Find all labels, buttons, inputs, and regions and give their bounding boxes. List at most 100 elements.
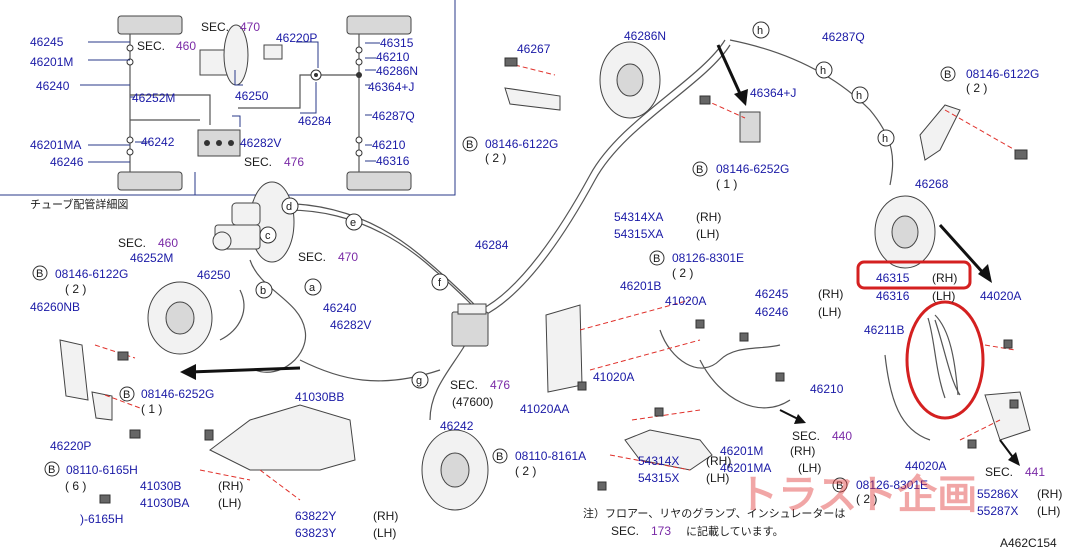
marker-b-bolt-9: B [836,480,843,492]
strut-bracket [984,391,1031,441]
label-46240: 46240 [323,301,357,315]
side-lh-46316: (LH) [932,289,955,303]
label-46246: 46246 [755,305,789,319]
label-46201MA: 46201MA [720,461,771,475]
bolt-08110-6165H: 08110-6165H [66,463,138,477]
qty-2-right: ( 2 ) [966,81,987,95]
side-lh-46246: (LH) [818,305,841,319]
qty-1-top: ( 1 ) [716,177,737,191]
inset-label-46246: 46246 [50,155,84,169]
bolt-icons [99,57,1028,504]
marker-b-bolt-3: B [696,164,703,176]
label-46315: 46315 [876,271,910,285]
label-44020A-a: 44020A [980,289,1021,303]
inset-label-46250: 46250 [235,89,269,103]
side-rh-46315: (RH) [932,271,957,285]
inset-sec-476: 476 [284,155,304,169]
side-lh-41030BA: (LH) [218,496,241,510]
label-46286N: 46286N [624,29,666,43]
bracket-46364J [739,111,761,143]
bolt-08110-6165H-cut: )-6165H [80,512,123,526]
label-41030B: 41030B [140,479,181,493]
side-rh-54314X: (RH) [706,454,731,468]
label-46260NB: 46260NB [30,300,80,314]
label-46364J: 46364+J [750,86,796,100]
side-lh-55287X: (LH) [1037,504,1060,518]
detail-caption: チューブ配管詳細図 [30,197,128,211]
label-41020AA: 41020AA [520,402,569,416]
inset-label-46286N: 46286N [376,64,418,78]
label-63822Y: 63822Y [295,509,336,523]
label-46250: 46250 [197,268,231,282]
sec-label-470: SEC. [298,250,326,264]
label-46282V: 46282V [330,318,371,332]
side-lh-46201MA: (LH) [798,461,821,475]
label-41030BA: 41030BA [140,496,189,510]
side-lh-63823Y: (LH) [373,526,396,540]
label-46220P: 46220P [50,439,91,453]
bolt-08146-6122G-right: 08146-6122G [966,67,1039,81]
marker-e: e [350,217,356,229]
note-sec-label: SEC. [611,524,639,538]
marker-c: c [265,230,271,242]
inset-label-46240: 46240 [36,79,70,93]
label-46267: 46267 [517,42,551,56]
sec-440: 440 [832,429,852,443]
qty-2-left: ( 2 ) [65,282,86,296]
marker-b-bolt-6: B [123,389,130,401]
marker-b-bolt-1: B [466,139,473,151]
inset-reservoir [263,44,283,60]
marker-b-bolt-2: B [944,69,951,81]
bolt-08146-6252G-top: 08146-6252G [716,162,789,176]
side-rh-46245: (RH) [818,287,843,301]
inset-label-46284: 46284 [298,114,332,128]
label-46201M: 46201M [720,444,763,458]
sec-460: 460 [158,236,178,250]
watermark-logo: トラスト企画 [738,472,977,518]
marker-b-bolt-4: B [36,268,43,280]
marker-a: a [309,282,316,294]
label-41030BB: 41030BB [295,390,344,404]
sec-label-440: SEC. [792,429,820,443]
inset-sec-470: 470 [240,20,260,34]
bolt-markers: B B B B B B B B B [32,66,956,493]
inset-label-46364J: 46364+J [368,80,414,94]
highlight-46315-box [856,260,972,290]
inset-label-46316: 46316 [376,154,410,168]
marker-h-4: h [882,133,888,145]
marker-f: f [438,277,442,289]
qty-2-low: ( 2 ) [856,492,877,506]
bolt-08146-6252G-left: 08146-6252G [141,387,214,401]
inset-label-46242: 46242 [141,135,175,149]
label-46287Q: 46287Q [822,30,865,44]
splash-shield [209,404,356,471]
inset-wheel-br [346,171,412,191]
qty-1-left: ( 1 ) [141,402,162,416]
qty-2-mid: ( 2 ) [672,266,693,280]
side-rh-54314XA: (RH) [696,210,721,224]
label-41020A-a: 41020A [665,294,706,308]
label-63823Y: 63823Y [295,526,336,540]
label-46245: 46245 [755,287,789,301]
route-markers: d c e f a b g h h h h [255,21,895,389]
sec-470: 470 [338,250,358,264]
sec-476: 476 [490,378,510,392]
inset-label-46287Q: 46287Q [372,109,415,123]
label-46268: 46268 [915,177,949,191]
qty-2-8161A: ( 2 ) [515,464,536,478]
label-46211B: 46211B [864,323,904,337]
note-line-1: 注）フロアー、リヤのグランプ、インシュレーターは [583,506,845,520]
inset-wheel-tl [117,15,183,35]
bracket-46267 [504,87,561,111]
side-rh-46201M: (RH) [790,444,815,458]
label-54314X: 54314X [638,454,679,468]
inset-wheel-tr [346,15,412,35]
label-44020A-b: 44020A [905,459,946,473]
marker-h-2: h [820,65,826,77]
label-46201B: 46201B [620,279,661,293]
marker-d: d [286,201,292,213]
label-46210: 46210 [810,382,844,396]
inset-label-46282V: 46282V [240,136,281,150]
sec-label-476: SEC. [450,378,478,392]
lower-arm [624,429,713,471]
